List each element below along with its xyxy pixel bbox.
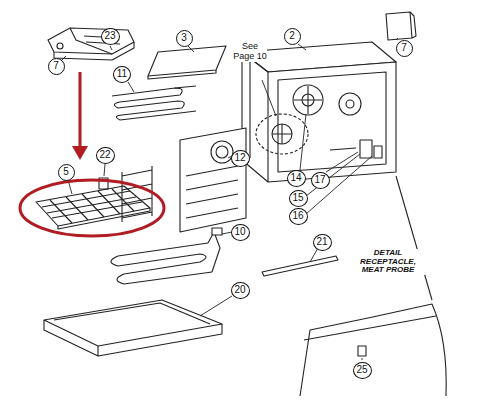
leader-lines [62,38,398,360]
oven-rack [36,186,150,229]
callout-circle: 3 [176,30,193,47]
callout-circle: 22 [96,147,115,164]
callout-number: 20 [234,285,245,295]
callout-circle: 11 [113,66,131,83]
callout-circle: 21 [313,234,332,251]
callout-number: 12 [234,153,245,163]
callout-circle: 14 [287,170,306,187]
callout-number: 23 [104,31,115,41]
callout-circle: 7 [48,58,65,75]
rear-panel [180,128,246,232]
detail-note: DETAIL RECEPTACLE, MEAT PROBE [351,249,425,275]
callout-number: 15 [292,193,303,203]
callout-circle: 17 [311,172,330,189]
callout-circle: 12 [231,150,250,167]
callout-number: 7 [53,61,59,71]
callout-number: 16 [292,211,303,221]
page-reference: See Page 10 [233,42,267,62]
callout-circle: 7 [396,40,413,57]
callout-circle: 5 [58,164,75,181]
callout-number: 25 [356,365,367,375]
callout-number: 21 [316,237,327,247]
callout-circle: 10 [231,224,250,241]
callout-number: 22 [99,150,110,160]
vent-housing [48,28,134,60]
callout-circle: 23 [101,28,120,45]
receptacle-detail [300,176,446,396]
callout-number: 17 [314,175,325,185]
broil-element [112,88,184,120]
callout-circle: 25 [353,362,372,379]
callout-number: 7 [401,43,407,53]
oven-cabinet [242,42,396,182]
callout-number: 10 [234,227,245,237]
callout-number: 14 [290,173,301,183]
trim-strip [262,256,338,276]
callout-circle: 16 [289,208,308,225]
callout-number: 11 [117,69,127,79]
callout-circle: 15 [289,190,308,207]
callout-number: 3 [181,33,187,43]
callout-circle: 20 [231,282,250,299]
callout-number: 2 [289,31,295,41]
bake-element [111,228,222,284]
bottom-tray [44,300,222,356]
plate [148,46,226,76]
callout-number: 5 [63,167,69,177]
callout-circle: 2 [284,28,301,45]
control-panel [386,12,412,40]
highlight [20,72,164,236]
